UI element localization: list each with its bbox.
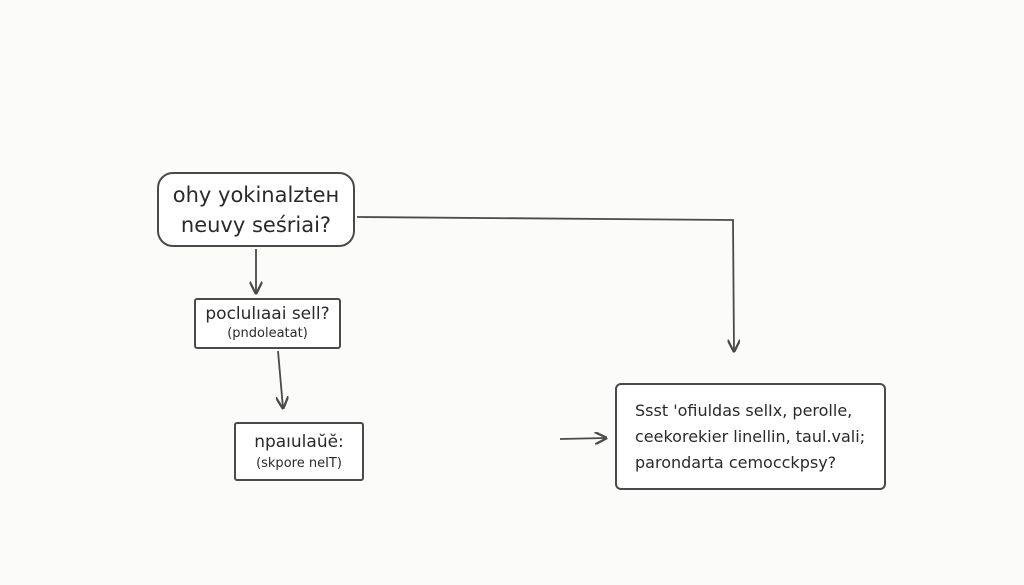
edge-decision-to-result — [278, 350, 283, 408]
decision-line-1: poclulıaai sell? — [205, 304, 330, 324]
result-line-2: (skpore neIT) — [256, 455, 342, 471]
decision-node: poclulıaai sell? (pndoleatat) — [194, 298, 341, 349]
question-node: ohy yokinalzteн neuvy seśriai? — [157, 172, 355, 247]
question-line-1: ohy yokinalzteн — [172, 182, 340, 207]
result-node: npaıulaŭĕ: (skpore neIT) — [234, 422, 364, 481]
outcome-node: Ssst 'ofiuldas selIx, perolle, ceekoreki… — [615, 383, 886, 490]
result-line-1: npaıulaŭĕ: — [254, 431, 344, 452]
question-line-2: neuvy seśriai? — [180, 212, 332, 237]
decision-line-2: (pndoleatat) — [227, 326, 308, 341]
edge-question-to-outcome — [356, 216, 734, 351]
outcome-line-2: ceekorekier linellin, taul.vali; — [635, 426, 866, 446]
edge-incoming-to-outcome — [559, 438, 606, 439]
outcome-line-1: Ssst 'ofiuldas selIx, perolle, — [635, 400, 853, 420]
outcome-line-3: parondarta cemocckpsy? — [635, 452, 837, 472]
